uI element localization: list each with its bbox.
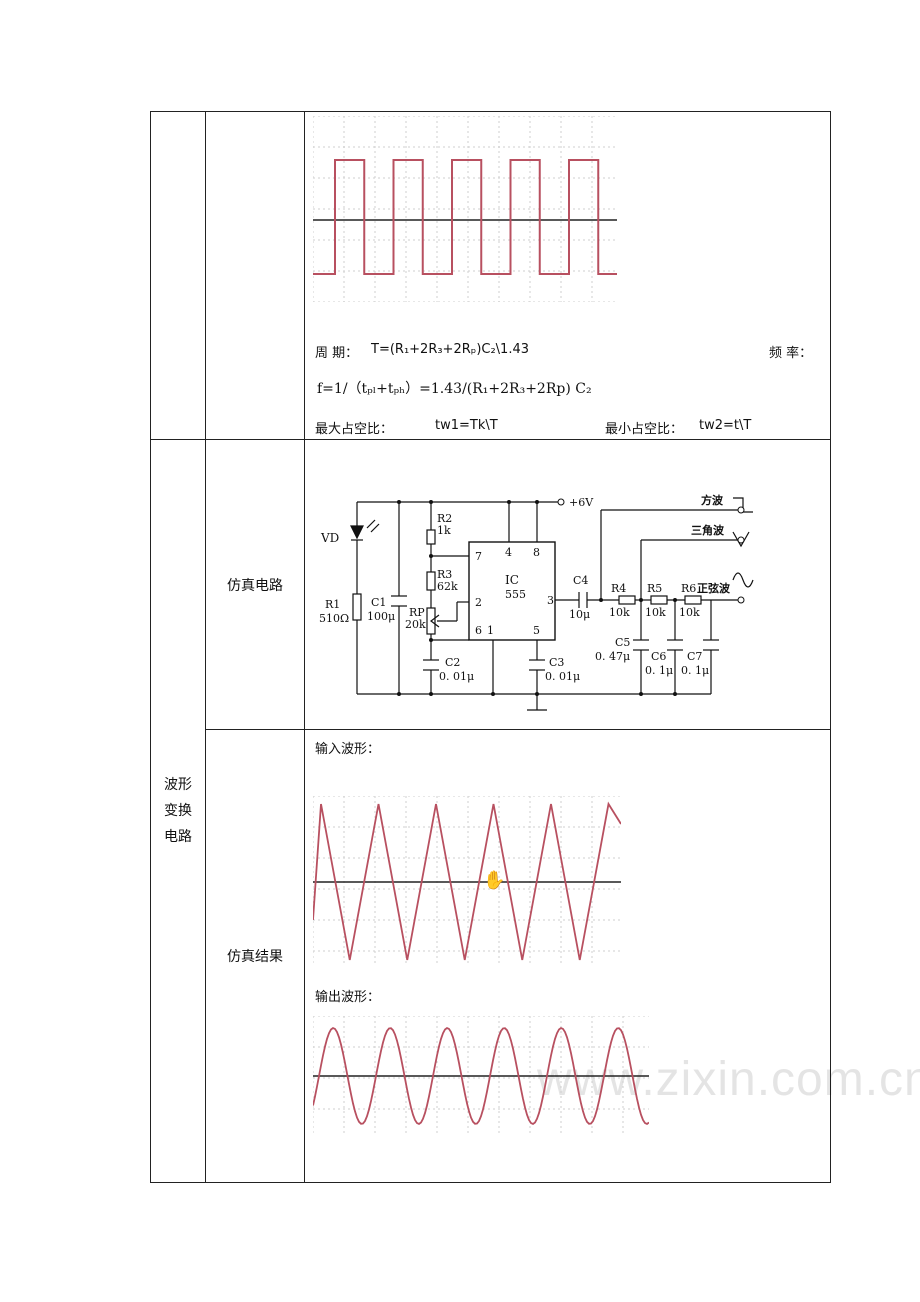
c3-value: 0. 01μ <box>545 670 580 683</box>
triangle-out-label: 三角波 <box>691 523 725 537</box>
c5-label: C5 <box>615 636 630 649</box>
max-duty-formula: tw1=Tk\T <box>435 418 498 433</box>
sine-wave-scope <box>313 1016 649 1136</box>
c1-value: 100μ <box>367 610 395 623</box>
ic-number: 555 <box>505 588 526 601</box>
rp-value: 20k <box>405 618 426 631</box>
r4-value: 10k <box>609 606 630 619</box>
triangle-wave-scope <box>313 796 621 966</box>
period-label: 周 期： <box>315 346 359 361</box>
sim-circuit-label: 仿真电路 <box>205 439 305 730</box>
c2-value: 0. 01μ <box>439 670 474 683</box>
r2-label: R2 <box>437 512 452 525</box>
pin-7: 7 <box>475 550 482 563</box>
sine-out-label: 正弦波 <box>697 581 731 595</box>
r4-label: R4 <box>611 582 626 595</box>
r6-value: 10k <box>679 606 700 619</box>
r3-label: R3 <box>437 568 452 581</box>
pin-6: 6 <box>475 624 482 637</box>
sim-result-label: 仿真结果 <box>205 729 305 1183</box>
output-wave-label: 输出波形： <box>315 990 381 1005</box>
input-wave-label: 输入波形： <box>315 742 381 757</box>
pin-3: 3 <box>547 594 554 607</box>
max-duty-label: 最大占空比： <box>315 422 394 437</box>
c7-label: C7 <box>687 650 702 663</box>
r1-value: 510Ω <box>319 612 349 625</box>
c6-value: 0. 1μ <box>645 664 673 677</box>
rp-label: RP <box>409 606 425 619</box>
c3-label: C3 <box>549 656 564 669</box>
square-wave-scope <box>313 116 617 302</box>
circuit-diagram: +6V 方波 三角波 正弦波 VD R1 510Ω R2 1k R3 62k R… <box>319 493 754 711</box>
c2-label: C2 <box>445 656 460 669</box>
r5-value: 10k <box>645 606 666 619</box>
c4-label: C4 <box>573 574 588 587</box>
pin-2: 2 <box>475 596 482 609</box>
r3-value: 62k <box>437 580 458 593</box>
pin-1: 1 <box>487 624 494 637</box>
cell-circuit: +6V 方波 三角波 正弦波 VD R1 510Ω R2 1k R3 62k R… <box>304 439 920 1106</box>
r1-label: R1 <box>325 598 340 611</box>
section-label-line-3: 电路 <box>164 829 192 845</box>
vcc-label: +6V <box>569 496 594 509</box>
square-out-label: 方波 <box>701 493 724 507</box>
main-table: 周 期： T=(R₁+2R₃+2Rₚ)C₂\1.43 频 率： f=1/（tₚₗ… <box>150 111 920 1183</box>
c1-label: C1 <box>371 596 386 609</box>
hand-cursor-icon: ✋ <box>483 870 506 891</box>
frequency-formula: f=1/（tₚₗ+tₚₕ）=1.43/(R₁+2R₃+2Rp) C₂ <box>317 381 592 397</box>
pin-8: 8 <box>533 546 540 559</box>
cell-empty-1 <box>150 111 206 440</box>
min-duty-formula: tw2=t\T <box>699 418 752 433</box>
c5-value: 0. 47μ <box>595 650 630 663</box>
cell-empty-2 <box>205 111 305 440</box>
section-label-line-2: 变换 <box>164 803 192 819</box>
square-wave-trace <box>313 159 617 275</box>
c6-label: C6 <box>651 650 666 663</box>
triangle-wave-trace <box>313 801 621 961</box>
vd-label: VD <box>320 531 339 545</box>
sine-wave-trace <box>313 1026 649 1126</box>
r6-label: R6 <box>681 582 696 595</box>
min-duty-label: 最小占空比： <box>605 422 684 437</box>
section-label-cell: 波形 变换 电路 <box>150 439 206 1183</box>
period-formula: T=(R₁+2R₃+2Rₚ)C₂\1.43 <box>371 342 530 357</box>
c4-value: 10μ <box>569 608 590 621</box>
r5-label: R5 <box>647 582 662 595</box>
pin-5: 5 <box>533 624 540 637</box>
section-label-line-1: 波形 <box>164 777 192 793</box>
ic-label: IC <box>505 573 519 587</box>
r2-value: 1k <box>437 524 451 537</box>
c7-value: 0. 1μ <box>681 664 709 677</box>
cell-square-wave: 周 期： T=(R₁+2R₃+2Rₚ)C₂\1.43 频 率： f=1/（tₚₗ… <box>304 111 831 440</box>
frequency-label: 频 率： <box>769 346 813 361</box>
pin-4: 4 <box>505 546 512 559</box>
cell-sim-result: 输入波形： ✋ 输出波形： <box>304 729 831 1183</box>
